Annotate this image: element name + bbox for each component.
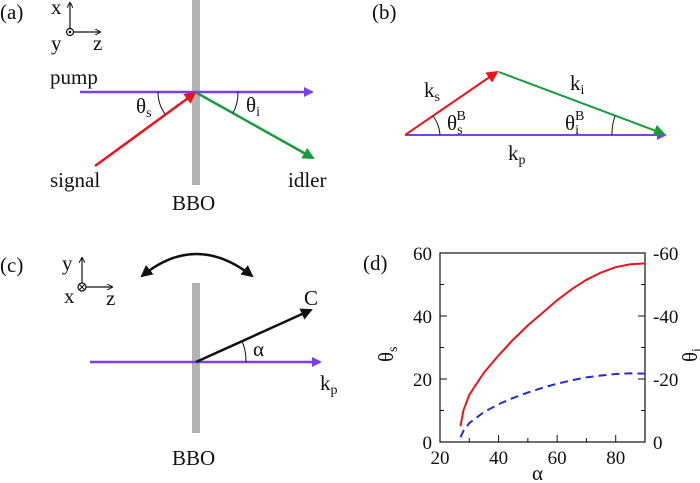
theta-sB-label: θsB bbox=[447, 109, 466, 138]
y2-tick-label: -60 bbox=[653, 244, 678, 265]
signal-beam bbox=[94, 91, 197, 168]
alpha-label: α bbox=[253, 337, 264, 361]
alpha-arc bbox=[241, 340, 247, 363]
theta-s-curve bbox=[459, 262, 646, 427]
axis-y-label: y bbox=[62, 251, 73, 275]
kp-label: kp bbox=[320, 371, 338, 398]
theta-sB-arc bbox=[432, 115, 441, 136]
y2-axis-label: θi bbox=[678, 348, 700, 362]
theta-iB-arc bbox=[611, 115, 616, 136]
theta-i-curve bbox=[459, 372, 646, 438]
ks-vector bbox=[404, 70, 499, 136]
axis-x-label: x bbox=[64, 284, 75, 308]
plot-frame bbox=[439, 252, 646, 443]
axis-z-label: z bbox=[93, 31, 102, 55]
bbo-label: BBO bbox=[172, 446, 215, 470]
y-tick-label: 60 bbox=[413, 244, 432, 265]
theta-i-label: θi bbox=[246, 93, 260, 120]
idler-label: idler bbox=[288, 168, 326, 192]
c-axis-label: C bbox=[304, 286, 318, 310]
x-tick-label: 80 bbox=[606, 448, 625, 469]
y-tick-label: 20 bbox=[413, 370, 432, 391]
y-tick-label: 0 bbox=[423, 433, 433, 454]
x-tick-label: 20 bbox=[431, 448, 450, 469]
rotation-arrow-icon bbox=[140, 252, 254, 278]
theta-s-label: θs bbox=[136, 94, 152, 121]
panel-c-label: (c) bbox=[0, 253, 23, 277]
optic-axis-c bbox=[195, 308, 313, 364]
theta-iB-label: θiB bbox=[565, 109, 584, 138]
panel-a-label: (a) bbox=[0, 0, 23, 24]
kp-label: kp bbox=[508, 141, 526, 168]
panel-d-label: (d) bbox=[363, 251, 388, 275]
ki-label: ki bbox=[570, 71, 585, 98]
axis-y-label: y bbox=[51, 31, 62, 55]
panel-b: (b) ks ki kp θsB θiB bbox=[372, 0, 667, 168]
y2-tick-label: 0 bbox=[653, 433, 663, 454]
pump-label: pump bbox=[50, 65, 98, 89]
signal-label: signal bbox=[50, 168, 100, 192]
idler-beam bbox=[196, 91, 315, 160]
ks-label: ks bbox=[424, 78, 440, 105]
coordinate-axes-icon bbox=[77, 258, 112, 292]
y-axis-label: θs bbox=[374, 346, 401, 362]
y-tick-label: 40 bbox=[413, 307, 432, 328]
y2-tick-label: -40 bbox=[653, 307, 678, 328]
theta-i-arc bbox=[232, 91, 239, 114]
panel-a: (a) x y z pump signal idler BBO θs θi bbox=[0, 0, 326, 215]
panel-c: (c) y x z C α kp BBO bbox=[0, 251, 338, 470]
axis-x-label: x bbox=[51, 0, 62, 19]
x-tick-label: 60 bbox=[548, 448, 567, 469]
ki-vector bbox=[498, 71, 666, 137]
x-tick-label: 40 bbox=[489, 448, 508, 469]
panel-b-label: (b) bbox=[372, 0, 397, 24]
bbo-label: BBO bbox=[172, 191, 215, 215]
y2-tick-label: -20 bbox=[653, 370, 678, 391]
theta-s-arc bbox=[157, 91, 166, 115]
axis-z-label: z bbox=[106, 286, 115, 310]
coordinate-axes-icon bbox=[65, 3, 101, 37]
x-axis-label: α bbox=[532, 461, 543, 483]
bbo-crystal bbox=[192, 283, 200, 433]
